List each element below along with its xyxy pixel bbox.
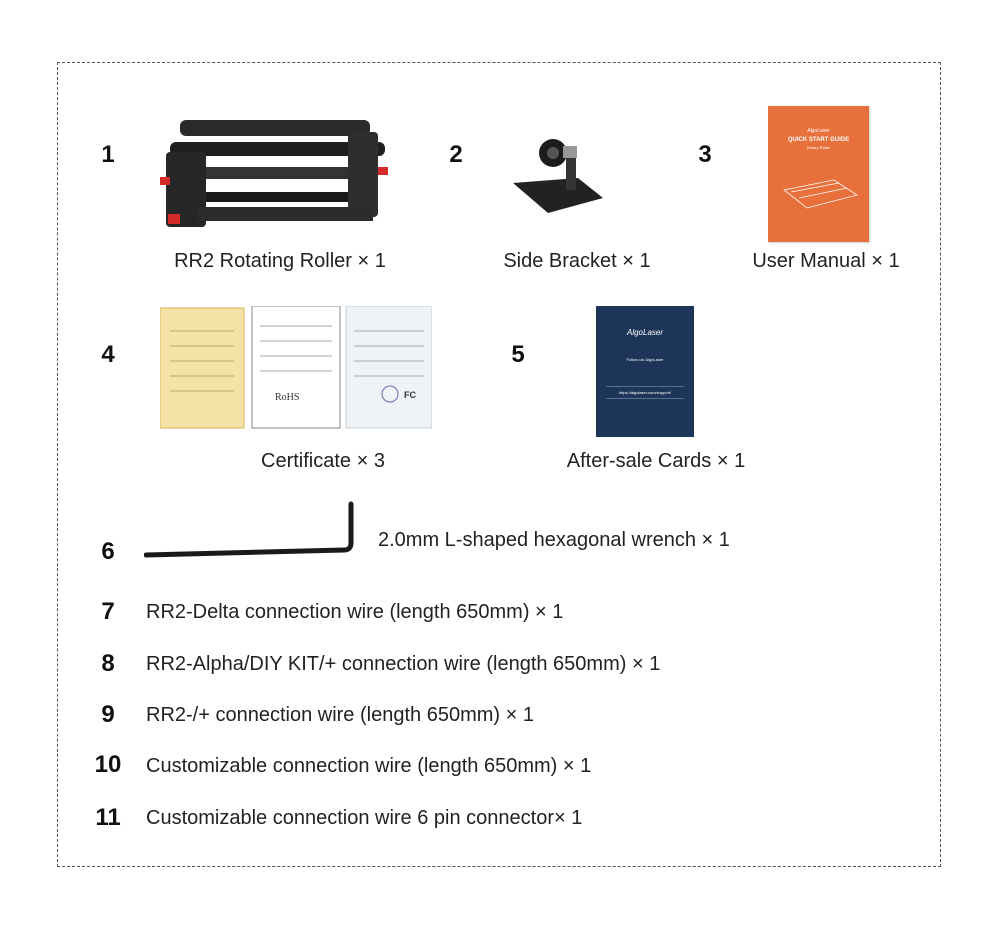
svg-text:RoHS: RoHS bbox=[275, 392, 299, 403]
item-label-5: After-sale Cards × 1 bbox=[566, 450, 746, 472]
item-number-10: 10 bbox=[94, 751, 122, 778]
manual-title: QUICK START GUIDE bbox=[787, 137, 850, 143]
card-url: https://algolaser.com/support/ bbox=[606, 386, 684, 399]
manual-brand: AlgoLaser bbox=[807, 128, 830, 134]
item-number-2: 2 bbox=[449, 141, 463, 168]
item-label-11: Customizable connection wire 6 pin conne… bbox=[146, 807, 583, 829]
item-label-2: Side Bracket × 1 bbox=[503, 250, 651, 272]
item-label-4: Certificate × 3 bbox=[261, 450, 385, 472]
item-number-5: 5 bbox=[511, 341, 525, 368]
item-label-10: Customizable connection wire (length 650… bbox=[146, 755, 592, 777]
after-sale-card-image: AlgoLaser Follow us! AlgoLaser https://a… bbox=[596, 306, 694, 437]
card-follow-text: Follow us! AlgoLaser bbox=[626, 357, 664, 362]
certificates-image: RoHS FC bbox=[160, 306, 432, 429]
rotating-roller-image bbox=[160, 120, 388, 227]
svg-text:FC: FC bbox=[404, 390, 416, 400]
item-number-1: 1 bbox=[101, 141, 115, 168]
user-manual-image: AlgoLaser QUICK START GUIDE Rotary Rolle… bbox=[768, 106, 869, 242]
item-label-9: RR2-/+ connection wire (length 650mm) × … bbox=[146, 704, 534, 726]
roller-sketch-icon bbox=[782, 179, 858, 209]
item-number-8: 8 bbox=[101, 650, 115, 677]
package-contents-frame bbox=[57, 62, 941, 867]
item-label-6: 2.0mm L-shaped hexagonal wrench × 1 bbox=[378, 529, 730, 551]
item-number-3: 3 bbox=[698, 141, 712, 168]
card-brand: AlgoLaser bbox=[626, 328, 664, 337]
item-label-1: RR2 Rotating Roller × 1 bbox=[174, 250, 386, 272]
item-number-9: 9 bbox=[101, 701, 115, 728]
item-label-3: User Manual × 1 bbox=[752, 250, 900, 272]
item-number-4: 4 bbox=[101, 341, 115, 368]
side-bracket-image bbox=[513, 139, 603, 213]
item-label-8: RR2-Alpha/DIY KIT/+ connection wire (len… bbox=[146, 653, 661, 675]
item-number-11: 11 bbox=[95, 804, 121, 831]
item-number-7: 7 bbox=[101, 598, 115, 625]
manual-subtitle: Rotary Roller bbox=[806, 145, 831, 150]
hex-wrench-image bbox=[144, 501, 354, 558]
item-label-7: RR2-Delta connection wire (length 650mm)… bbox=[146, 601, 564, 623]
item-number-6: 6 bbox=[101, 538, 115, 565]
